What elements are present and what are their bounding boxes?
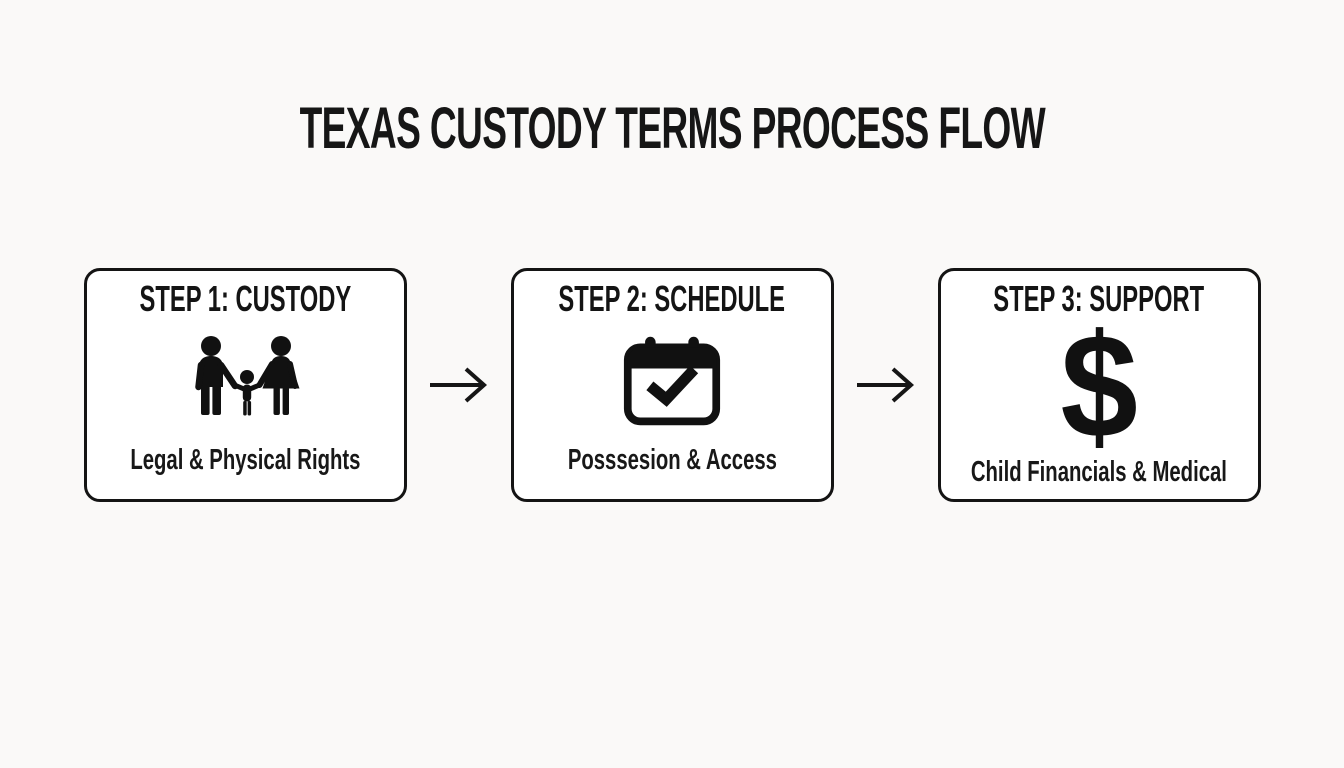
step-card-schedule: STEP 2: SCHEDULE Posssesion & Access <box>510 268 834 502</box>
arrow-right-icon <box>855 363 917 407</box>
step1-icon-area <box>183 317 307 445</box>
page-title-text: TEXAS CUSTODY TERMS PROCESS FLOW <box>299 96 1045 161</box>
step2-title: STEP 2: SCHEDULE <box>558 278 786 319</box>
dollar-sign-icon: $ <box>1060 304 1138 469</box>
step2-subtitle: Posssesion & Access <box>567 444 777 476</box>
calendar-check-icon <box>622 336 722 426</box>
family-icon <box>183 335 307 427</box>
process-flow-diagram: TEXAS CUSTODY TERMS PROCESS FLOW STEP 1:… <box>0 100 1344 768</box>
arrow-gap-1 <box>407 363 511 407</box>
step1-title: STEP 1: CUSTODY <box>139 278 351 319</box>
step-card-support: STEP 3: SUPPORT $ Child Financials & Med… <box>937 268 1261 502</box>
step2-icon-area <box>622 317 722 445</box>
step3-subtitle: Child Financials & Medical <box>970 456 1228 488</box>
arrow-gap-2 <box>834 363 938 407</box>
page-title: TEXAS CUSTODY TERMS PROCESS FLOW <box>0 100 1344 158</box>
step3-title: STEP 3: SUPPORT <box>993 278 1205 319</box>
step1-subtitle: Legal & Physical Rights <box>129 444 361 476</box>
arrow-right-icon <box>428 363 490 407</box>
step-card-custody: STEP 1: CUSTODY <box>83 268 407 502</box>
step3-icon-area: $ <box>1058 304 1140 469</box>
flow-row: STEP 1: CUSTODY <box>0 268 1344 502</box>
